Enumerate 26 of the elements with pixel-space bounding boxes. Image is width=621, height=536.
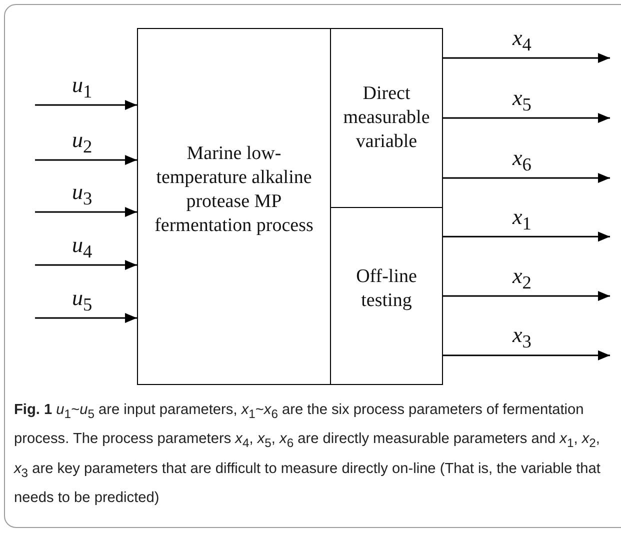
arrow — [35, 313, 137, 323]
edge-label: x$_{6}$ — [512, 147, 532, 176]
figure-caption: Fig. 1 u$_{1}$~u$_{5}$ are input parameters, x$_{1}$~x$_{6}$ are the six process parameters of fermentation process. The process parameters x$_{4}$, x$_{5}$, x$_{6}$ are directly measurable parameters and x$_{1}$, x$_{2}$, x$_{3}$ are key parameters that are difficult to measure directly on-line (That is, the variable that needs to be predicted) — [14, 401, 602, 508]
edge-label: x$_{5}$ — [512, 87, 532, 116]
edge-label: u$_{5}$ — [72, 287, 92, 316]
arrow — [443, 173, 610, 183]
edge-label: x$_{2}$ — [512, 265, 532, 294]
arrow — [443, 232, 610, 242]
arrow — [443, 53, 610, 63]
process-box: Direct measurable variable — [330, 28, 443, 208]
arrow — [35, 155, 137, 165]
edge-label: u$_{2}$ — [72, 129, 92, 158]
arrow — [35, 207, 137, 217]
edge-label: x$_{1}$ — [512, 206, 532, 234]
process-box: Off-line testing — [330, 207, 443, 385]
arrow — [443, 291, 610, 301]
edge-label: x$_{3}$ — [512, 324, 532, 353]
edge-label: u$_{4}$ — [72, 234, 92, 262]
arrow — [35, 260, 137, 270]
process-box: Marine low-temperature alkaline protease MP fermentation process — [137, 28, 331, 385]
arrow — [35, 100, 137, 110]
edge-label: u$_{3}$ — [72, 181, 92, 210]
arrow — [443, 350, 610, 360]
arrow — [443, 113, 610, 123]
edge-label: u$_{1}$ — [72, 74, 92, 102]
edge-label: x$_{4}$ — [512, 27, 532, 56]
